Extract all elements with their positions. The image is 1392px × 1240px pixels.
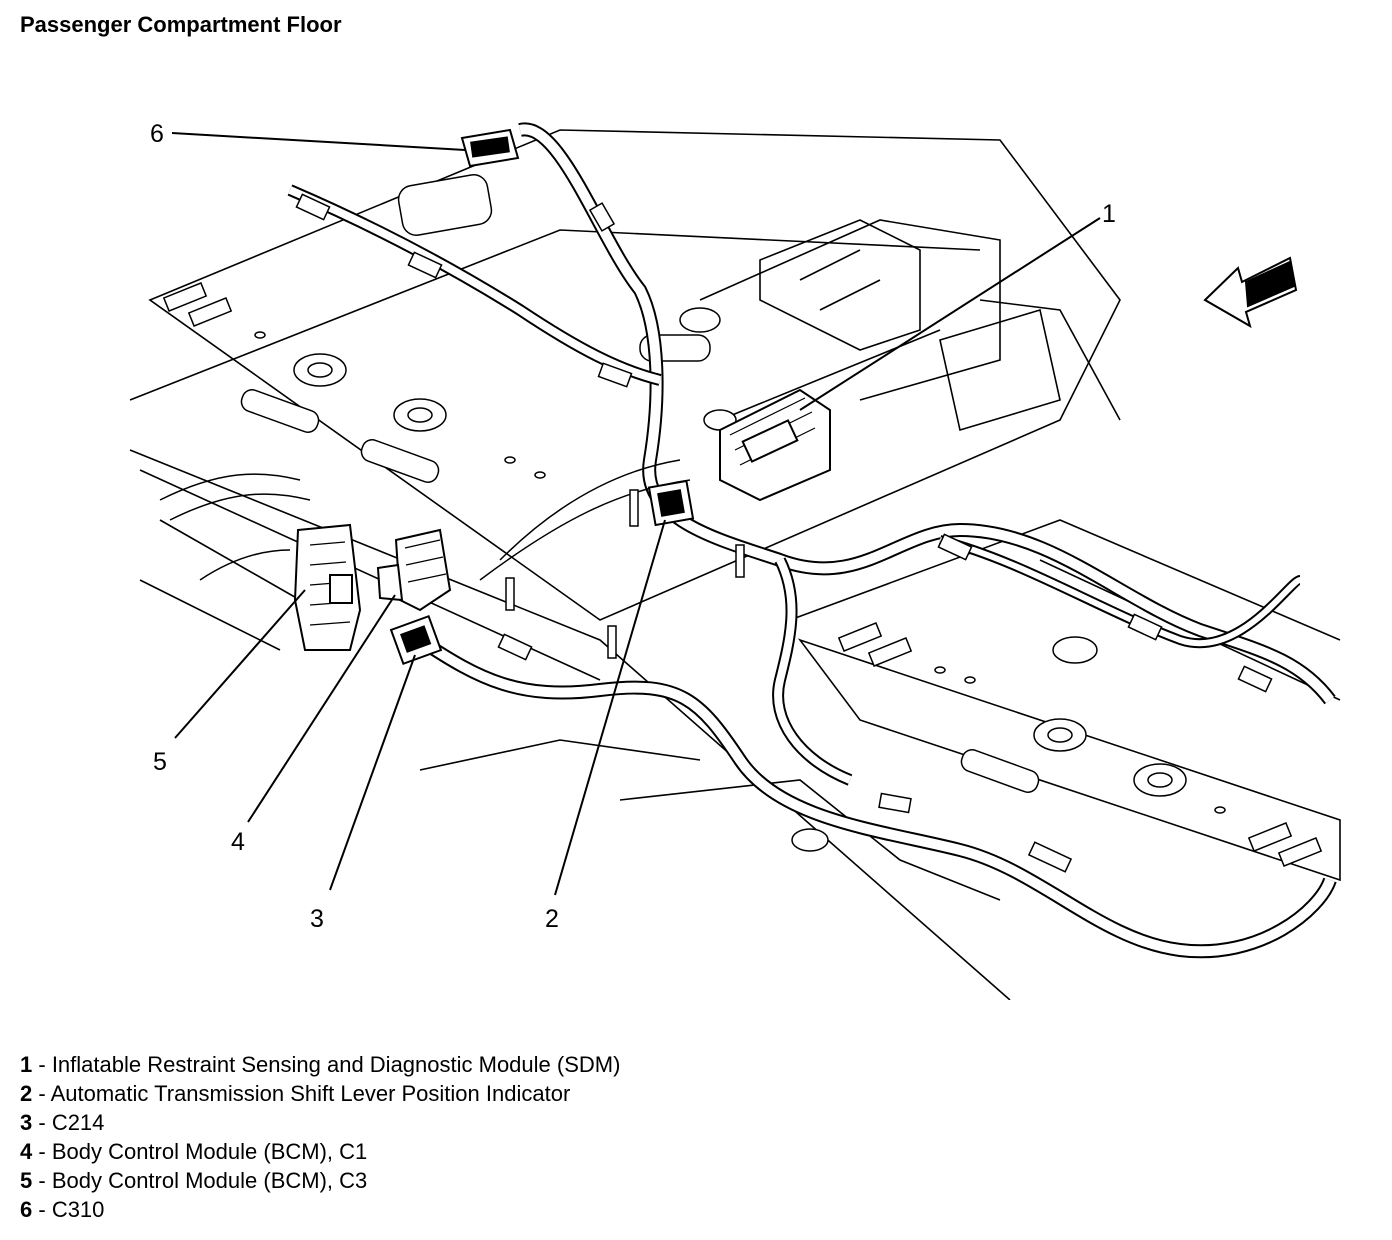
callout-number-1: 1 bbox=[1102, 200, 1116, 228]
legend-item: 4 - Body Control Module (BCM), C1 bbox=[20, 1139, 368, 1164]
wiring-harness bbox=[159, 122, 1337, 959]
floor-slots bbox=[162, 174, 1323, 867]
callout-number-4: 4 bbox=[231, 828, 245, 856]
legend-item: 1 - Inflatable Restraint Sensing and Dia… bbox=[20, 1052, 621, 1077]
harness-clips bbox=[295, 193, 1273, 873]
callout-number-6: 6 bbox=[150, 120, 164, 148]
legend-item: 5 - Body Control Module (BCM), C3 bbox=[20, 1168, 368, 1193]
shift-lever-connector bbox=[647, 479, 695, 527]
forward-arrow-icon bbox=[1203, 256, 1298, 329]
c214-connector bbox=[389, 614, 443, 666]
floor-studs bbox=[505, 489, 745, 659]
sdm-module bbox=[719, 388, 831, 502]
legend-item: 3 - C214 bbox=[20, 1110, 105, 1135]
page-title: Passenger Compartment Floor bbox=[20, 12, 342, 37]
callout-number-5: 5 bbox=[153, 748, 167, 776]
callout-number-3: 3 bbox=[310, 905, 324, 933]
leader-lines bbox=[171, 132, 1101, 896]
legend-item: 6 - C310 bbox=[20, 1197, 105, 1222]
c310-connector bbox=[460, 128, 520, 168]
floor-wiring-diagram: 6 1 5 4 3 2 bbox=[129, 120, 1341, 1000]
legend-item: 2 - Automatic Transmission Shift Lever P… bbox=[20, 1081, 571, 1106]
callout-number-2: 2 bbox=[545, 905, 559, 933]
bcm-module bbox=[293, 523, 452, 651]
floor-holes bbox=[254, 307, 1226, 852]
legend: 1 - Inflatable Restraint Sensing and Dia… bbox=[20, 1050, 620, 1224]
